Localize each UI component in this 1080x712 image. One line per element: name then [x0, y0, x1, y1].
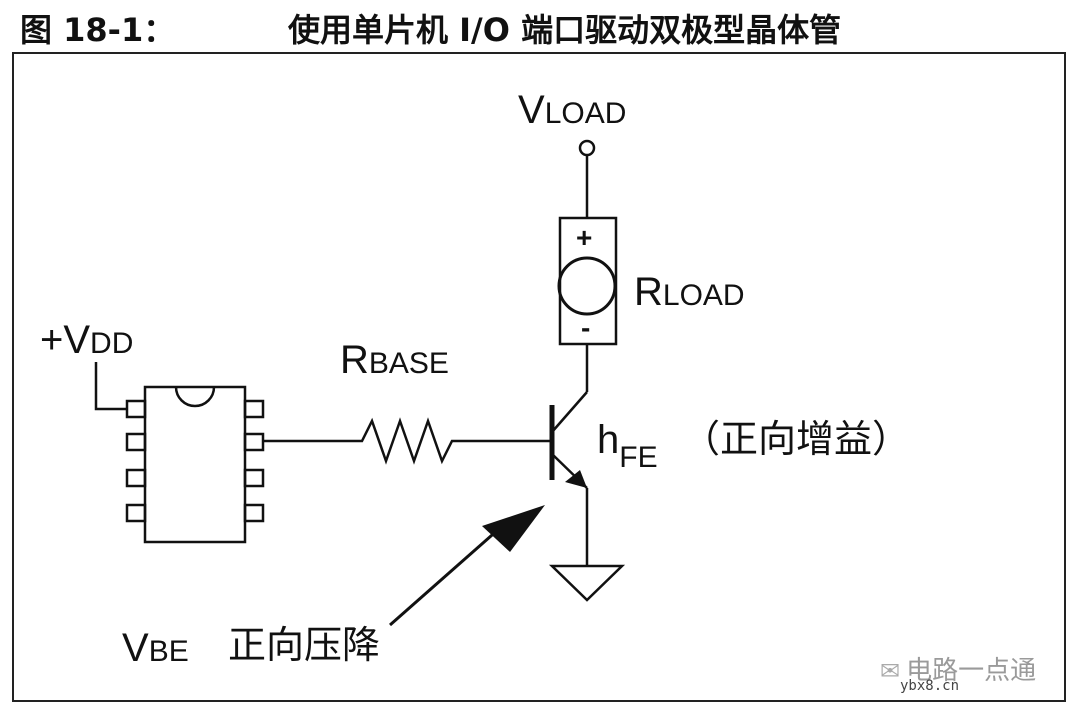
ground-symbol [548, 564, 626, 602]
rbase-label: RBASE [340, 338, 449, 382]
ic-pin [125, 468, 147, 488]
transistor-collector [551, 391, 588, 433]
watermark-text: 电路一点通 [906, 656, 1037, 686]
wire-vdd-to-ic [94, 362, 127, 411]
emitter-arrow [565, 470, 587, 488]
vdd-label: +VDD [40, 318, 134, 362]
watermark: ✉电路一点通 [880, 650, 1036, 687]
vload-terminal [578, 139, 596, 157]
vbe-label: VBE [122, 626, 189, 670]
rbase-resistor [262, 417, 470, 465]
figure-caption: 使用单片机 I/O 端口驱动双极型晶体管 [288, 11, 842, 49]
hfe-label: hFE [597, 418, 658, 474]
hfe-description: （正向增益） [682, 417, 911, 461]
wechat-icon: ✉ [880, 657, 901, 685]
ic-pin [243, 468, 265, 488]
load-minus-sign: - [581, 312, 591, 343]
ic-notch [174, 386, 216, 408]
rload-label: RLOAD [634, 270, 745, 314]
ic-pin [243, 432, 265, 452]
ic-pin [243, 399, 265, 419]
vbe-description: 正向压降 [228, 623, 381, 667]
vbe-pointer-line [389, 526, 501, 627]
ic-pin [125, 503, 147, 523]
ic-pin [125, 399, 147, 419]
load-plus-sign: + [576, 222, 593, 253]
figure-number: 图 18-1： [20, 11, 176, 49]
vload-label: VLOAD [518, 88, 627, 132]
vbe-arrowhead [482, 505, 545, 552]
diagram-frame [12, 52, 1066, 702]
ic-pin [125, 432, 147, 452]
load-circle [557, 256, 617, 316]
ic-pin [243, 503, 265, 523]
microcontroller-ic [143, 385, 247, 544]
watermark-site: ybx8.cn [900, 678, 960, 694]
